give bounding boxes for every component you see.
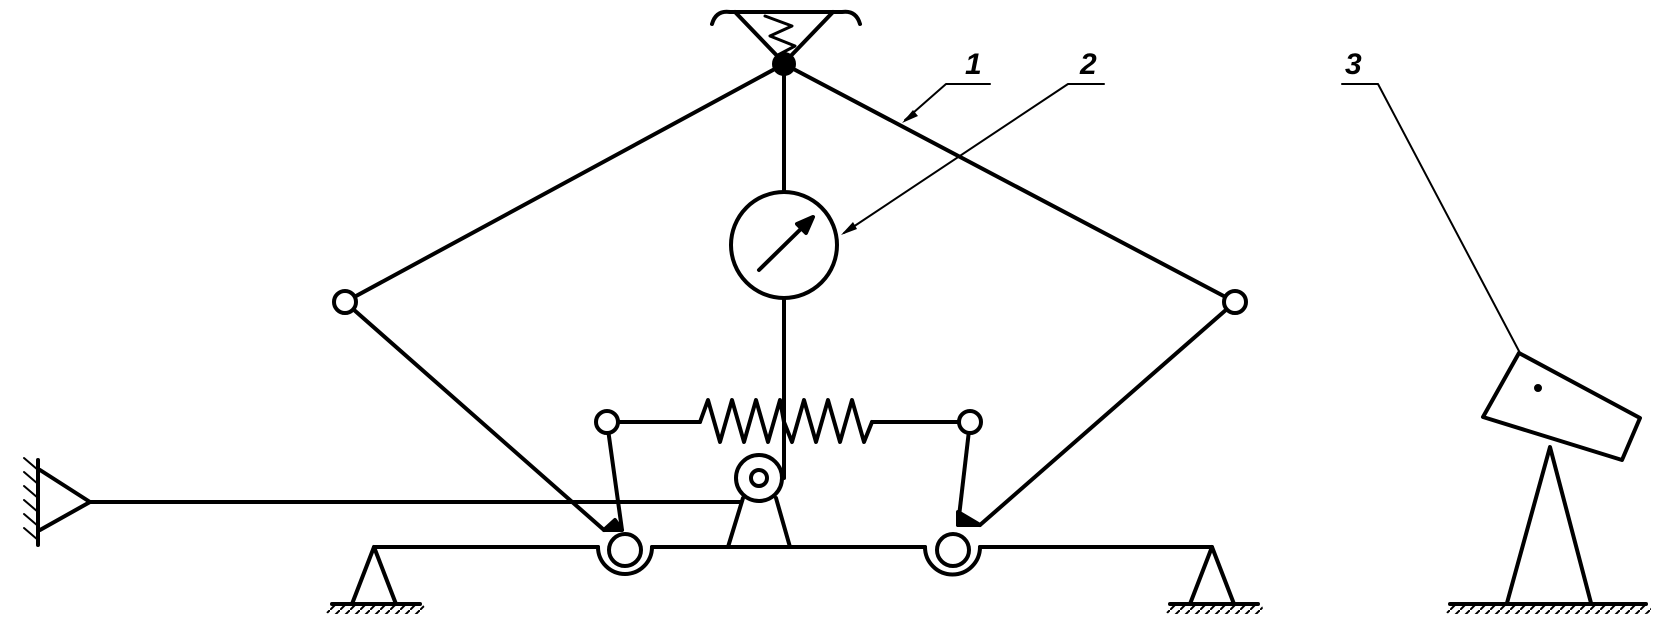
- wall-hatch: [23, 457, 39, 541]
- right-pin-joint-icon: [1222, 289, 1248, 315]
- callout-1-leader: [904, 83, 991, 121]
- callout-1-label: 1: [965, 48, 982, 81]
- left-upper-link: [343, 62, 786, 304]
- right-spring-pin-icon: [957, 409, 983, 435]
- right-beam-saddle: [923, 545, 982, 577]
- optical-device-icon: [1481, 351, 1642, 462]
- wall-anchor-triangle: [38, 468, 92, 532]
- tripod: [1505, 445, 1593, 605]
- callout-2-leader: [843, 83, 1105, 234]
- left-spring-icon: [698, 398, 786, 444]
- right-spring-icon: [782, 398, 874, 444]
- right-rocker: [956, 420, 972, 527]
- right-lower-link: [978, 300, 1237, 527]
- callout-3-label: 3: [1345, 48, 1362, 81]
- left-pin-joint-icon: [332, 289, 358, 315]
- left-joint-wedge: [602, 518, 624, 532]
- right-joint-wedge: [956, 510, 982, 527]
- left-lower-link: [343, 300, 606, 532]
- pulley-support: [726, 496, 792, 549]
- left-ground-support-icon: [325, 545, 425, 614]
- callout-1-arrowhead: [902, 110, 918, 123]
- left-rocker: [605, 420, 624, 532]
- right-beam-joint: [935, 532, 971, 568]
- pulley-hub: [749, 468, 769, 488]
- dial-gauge-arrowhead: [795, 215, 815, 235]
- right-ground-support-icon: [1165, 545, 1263, 614]
- callout-3-leader: [1341, 83, 1521, 354]
- left-spring-pin-icon: [594, 409, 620, 435]
- callout-2-label: 2: [1080, 48, 1097, 81]
- left-beam-saddle: [596, 545, 654, 576]
- optical-device-dot: [1534, 384, 1542, 392]
- callout-2-arrowhead: [841, 222, 857, 235]
- left-beam-joint: [607, 532, 643, 568]
- right-upper-link: [782, 62, 1237, 304]
